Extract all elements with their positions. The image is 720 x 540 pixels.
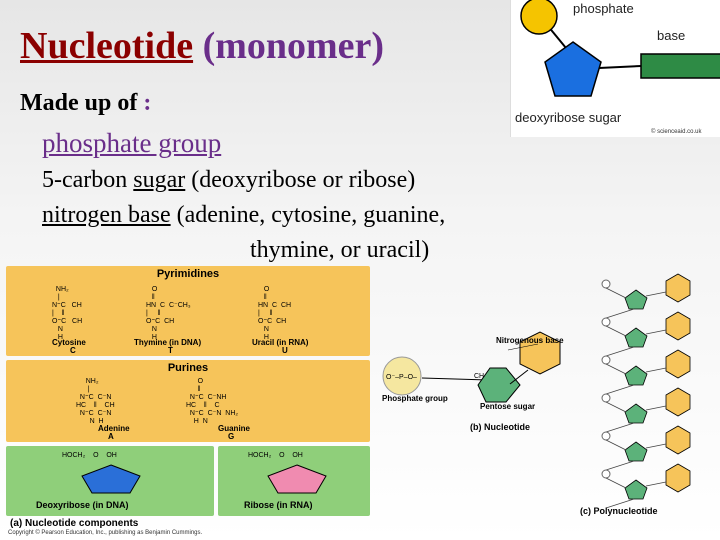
purines-panel: Purines NH₂ | N⁼C C⁻N HC ‖ CH N⁼C C⁻N N … [6,360,370,442]
chain-phosphate [601,317,611,327]
sugar-pentagon [544,41,602,97]
label-cytosine: Cytosine [52,338,86,347]
chain-phosphate [601,469,611,479]
base-rectangle [640,53,720,79]
label-phosphate: phosphate [573,1,634,16]
chain-base [665,273,691,303]
chain-bond [645,367,667,373]
chain-bond [645,481,667,487]
svg-text:O⁻–P–O–: O⁻–P–O– [386,374,417,381]
chain-sugar [624,479,648,500]
title-monomer: (monomer) [202,25,385,67]
chain-bond [605,384,635,395]
deoxyribose-ring [81,464,141,494]
chain-sugar [624,327,648,348]
label-base: base [657,28,686,43]
chain-base [665,387,691,417]
item-sugar-key: sugar [133,167,186,193]
ribose-panel: HOCH₂ O OH Ribose (in RNA) [218,446,370,516]
chain-sugar [624,365,648,386]
label-phosphate-group: Phosphate group [382,394,448,403]
svg-text:CH₂: CH₂ [474,373,487,380]
nucleotide-b-svg: O⁻–P–O– CH₂ [382,331,561,403]
chain-bond [605,308,635,319]
item-nitrogen-base: nitrogen base (adenine, cytosine, guanin… [42,202,445,229]
chain-bond [605,287,627,299]
copyright-text: Copyright © Pearson Education, Inc., pub… [8,530,203,536]
chain-phosphate [601,431,611,441]
chain-bond [645,329,667,335]
chain-bond [605,460,635,471]
chain-sugar [624,289,648,310]
chain-bond [605,401,627,413]
item-sugar: 5-carbon sugar (deoxyribose or ribose) [42,167,415,194]
chain-base [665,463,691,493]
item-sugar-suffix: (deoxyribose or ribose) [191,167,416,193]
nucleotide-diagram-top: phosphate base deoxyribose sugar © scien… [510,0,720,137]
item-phosphate-group: phosphate group [42,128,222,158]
label-adenine-abbr: A [108,432,114,441]
chain-bond [645,443,667,449]
label-uracil-abbr: U [282,346,288,355]
made-up-of-label: Made up of [20,90,138,116]
chain-bond [605,439,627,451]
chain-bond [605,498,635,509]
label-pentose-sugar: Pentose sugar [480,402,536,411]
deoxyribose-panel: HOCH₂ O OH Deoxyribose (in DNA) [6,446,214,516]
made-up-of-colon: : [143,90,152,116]
label-guanine-abbr: G [228,432,235,441]
label-thymine: Thymine (in DNA) [134,338,202,347]
label-thymine-abbr: T [168,346,173,355]
chain-bond [605,363,627,375]
label-deoxyribose-sugar: deoxyribose sugar [515,110,622,125]
label-uracil: Uracil (in RNA) [252,338,309,347]
chain-bond [605,477,627,489]
ribose-ring [267,464,327,494]
chain-bond [605,325,627,337]
pyrimidines-title: Pyrimidines [156,268,220,280]
chain-bond [605,346,635,357]
label-guanine: Guanine [218,424,251,433]
label-adenine: Adenine [98,424,130,433]
label-deoxyribose: Deoxyribose (in DNA) [36,500,129,510]
item-base-key: nitrogen base [42,202,171,228]
chain-phosphate [601,355,611,365]
chain-bond [605,422,635,433]
pyrimidines-panel: Pyrimidines NH₂ | N⁼C CH | ‖ O⁼C CH N H … [6,266,370,356]
made-up-of-line: Made up of : [20,90,151,117]
purines-title: Purines [167,362,209,374]
chain-phosphate [601,393,611,403]
label-nitrogenous-base: Nitrogenous base [496,336,564,345]
chain-bond [645,405,667,411]
chain-sugar [624,403,648,424]
title-nucleotide: Nucleotide [20,25,194,67]
chain-base [665,349,691,379]
chain-phosphate [601,279,611,289]
base-bond-line [598,65,642,69]
item-sugar-prefix: 5-carbon [42,167,128,193]
item-base-suffix: (adenine, cytosine, guanine, [176,202,446,228]
caption-b: (b) Nucleotide [470,422,530,432]
chain-base [665,425,691,455]
nucleotide-diagram-svg [520,0,720,97]
slide-title: Nucleotide (monomer) [20,24,384,68]
label-cytosine-abbr: C [70,346,76,355]
label-credit: © scienceaid.co.uk [651,129,702,135]
caption-c: (c) Polynucleotide [580,506,658,516]
label-ribose: Ribose (in RNA) [244,500,313,510]
phosphate-circle [520,0,558,35]
chain-bond [645,291,667,297]
chain-base [665,311,691,341]
polynucleotide-svg [601,273,691,509]
item-base-continuation: thymine, or uracil) [250,237,430,263]
chain-sugar [624,441,648,462]
caption-a: (a) Nucleotide components [10,518,139,529]
